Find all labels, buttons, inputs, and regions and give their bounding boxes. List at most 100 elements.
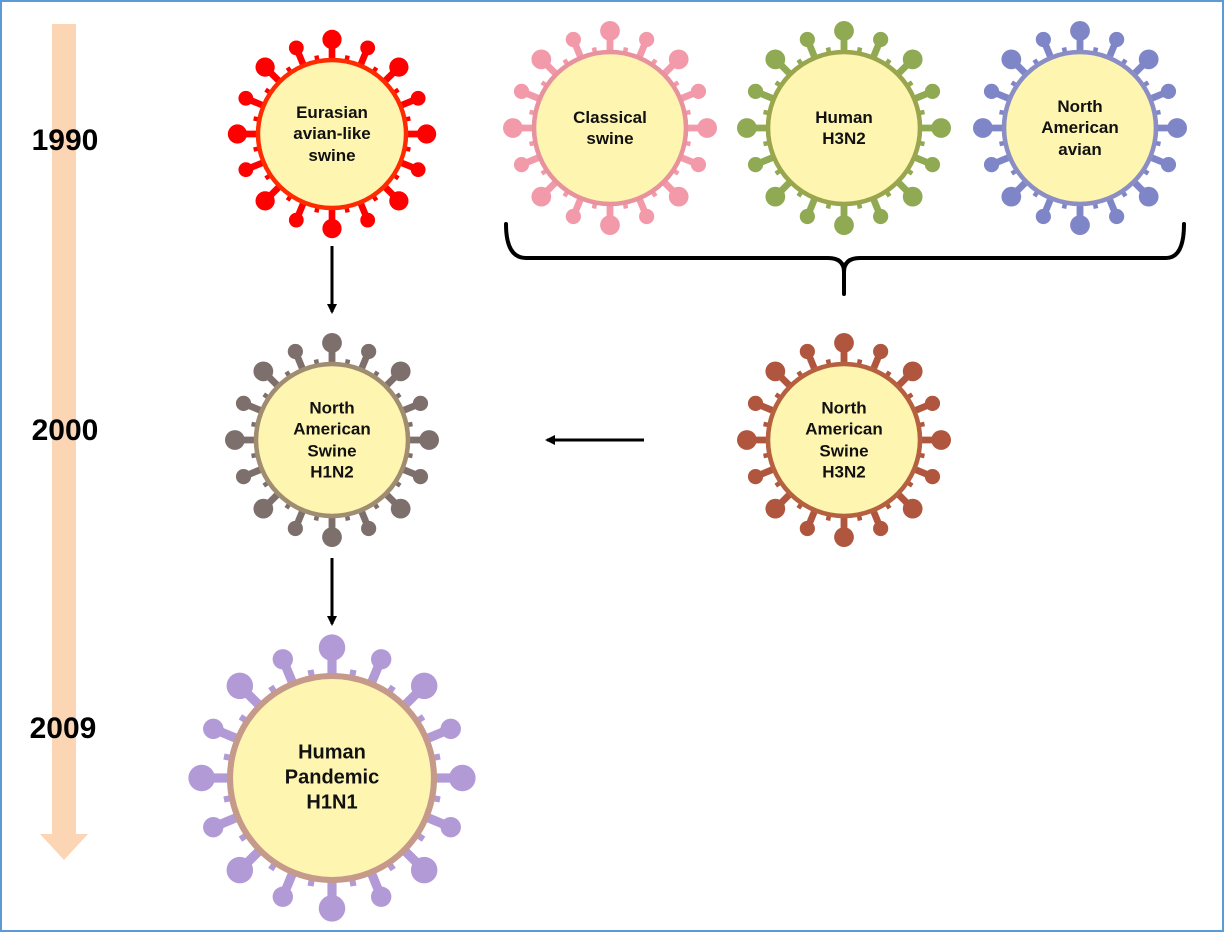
virus-label-line: Eurasian <box>296 103 368 123</box>
virus-label-line: Human <box>815 107 873 127</box>
spike-head <box>255 191 275 211</box>
virus-na-avian <box>972 20 1188 236</box>
spike-head <box>272 649 294 670</box>
spike-head <box>238 90 254 106</box>
spike-head <box>389 191 409 211</box>
spike-head <box>287 520 303 537</box>
spike-head <box>765 186 786 207</box>
spike-head <box>1109 208 1125 225</box>
spike-head <box>410 162 426 178</box>
spike-head <box>639 208 655 225</box>
spike-head <box>747 157 764 173</box>
virus-label-line: H3N2 <box>822 462 866 482</box>
spike-head <box>1001 186 1022 207</box>
spike-head <box>799 31 815 48</box>
spike-head <box>287 343 303 360</box>
timeline-shaft <box>52 24 76 834</box>
spike-head <box>502 118 523 138</box>
spike-head <box>1160 83 1177 99</box>
virus-label-line: H1N2 <box>310 462 354 482</box>
spike-head <box>924 83 941 99</box>
virus-body <box>253 361 411 519</box>
spike-head <box>238 162 254 178</box>
spike-head <box>600 215 620 236</box>
spike-head <box>412 469 429 485</box>
spike-head <box>799 520 815 537</box>
virus-body <box>255 57 409 211</box>
timeline-arrowhead <box>40 834 88 860</box>
spike-head <box>873 343 889 360</box>
spike-head <box>902 186 923 207</box>
grouping-brace <box>504 222 1186 296</box>
spike-head <box>736 430 757 450</box>
spike-head <box>226 856 254 884</box>
spike-head <box>1001 49 1022 70</box>
spike-head <box>253 361 274 382</box>
spike-head <box>449 764 476 792</box>
spike-head <box>924 469 941 485</box>
spike-head <box>765 49 786 70</box>
virus-human-h3n2 <box>736 20 952 236</box>
spike-head <box>931 118 952 138</box>
virus-label-line: H3N2 <box>822 129 866 148</box>
virus-body <box>531 49 689 207</box>
spike-head <box>361 520 377 537</box>
spike-head <box>747 395 764 411</box>
spike-head <box>235 395 252 411</box>
spike-head <box>668 186 689 207</box>
spike-head <box>690 83 707 99</box>
spike-head <box>1109 31 1125 48</box>
spike-head <box>253 498 274 519</box>
spike-head <box>390 498 411 519</box>
spike-head <box>668 49 689 70</box>
spike-head <box>799 343 815 360</box>
spike-head <box>873 31 889 48</box>
year-2000: 2000 <box>31 414 99 447</box>
spike-head <box>902 49 923 70</box>
spike-head <box>390 361 411 382</box>
spike-head <box>360 40 376 56</box>
spike-head <box>318 634 346 661</box>
spike-head <box>690 157 707 173</box>
virus-label-line: avian-like <box>293 124 371 144</box>
spike-head <box>322 527 342 548</box>
spike-head <box>565 208 581 225</box>
spike-head <box>972 118 993 138</box>
spike-head <box>747 83 764 99</box>
virus-pandemic-h1n1 <box>188 634 476 922</box>
virus-label-line: swine <box>586 129 634 148</box>
spike-head <box>360 212 376 228</box>
virus-label-line: Pandemic <box>284 766 380 789</box>
spike-head <box>288 212 304 228</box>
spike-head <box>272 886 294 907</box>
spike-head <box>747 469 764 485</box>
virus-label-line: H1N1 <box>306 791 358 814</box>
virus-label-line: American <box>293 419 371 439</box>
spike-head <box>318 895 346 922</box>
spike-head <box>834 215 854 236</box>
spike-head <box>924 157 941 173</box>
spike-head <box>1035 31 1051 48</box>
virus-particles <box>188 20 1188 922</box>
virus-label-line: Swine <box>307 441 357 460</box>
virus-label-line: avian <box>1058 139 1102 159</box>
spike-head <box>834 20 854 41</box>
virus-label-line: Human <box>298 741 366 764</box>
spike-head <box>410 672 438 700</box>
spike-head <box>924 395 941 411</box>
virus-label-line: North <box>309 398 355 418</box>
virus-label-line: Swine <box>819 441 869 460</box>
spike-head <box>416 124 437 144</box>
virus-body <box>226 672 438 884</box>
virus-label-line: Classical <box>573 107 647 127</box>
year-1990: 1990 <box>31 124 99 157</box>
spike-head <box>931 430 952 450</box>
spike-head <box>370 886 392 907</box>
spike-head <box>902 361 923 382</box>
spike-head <box>370 649 392 670</box>
spike-head <box>565 31 581 48</box>
virus-label-line: American <box>805 419 883 439</box>
